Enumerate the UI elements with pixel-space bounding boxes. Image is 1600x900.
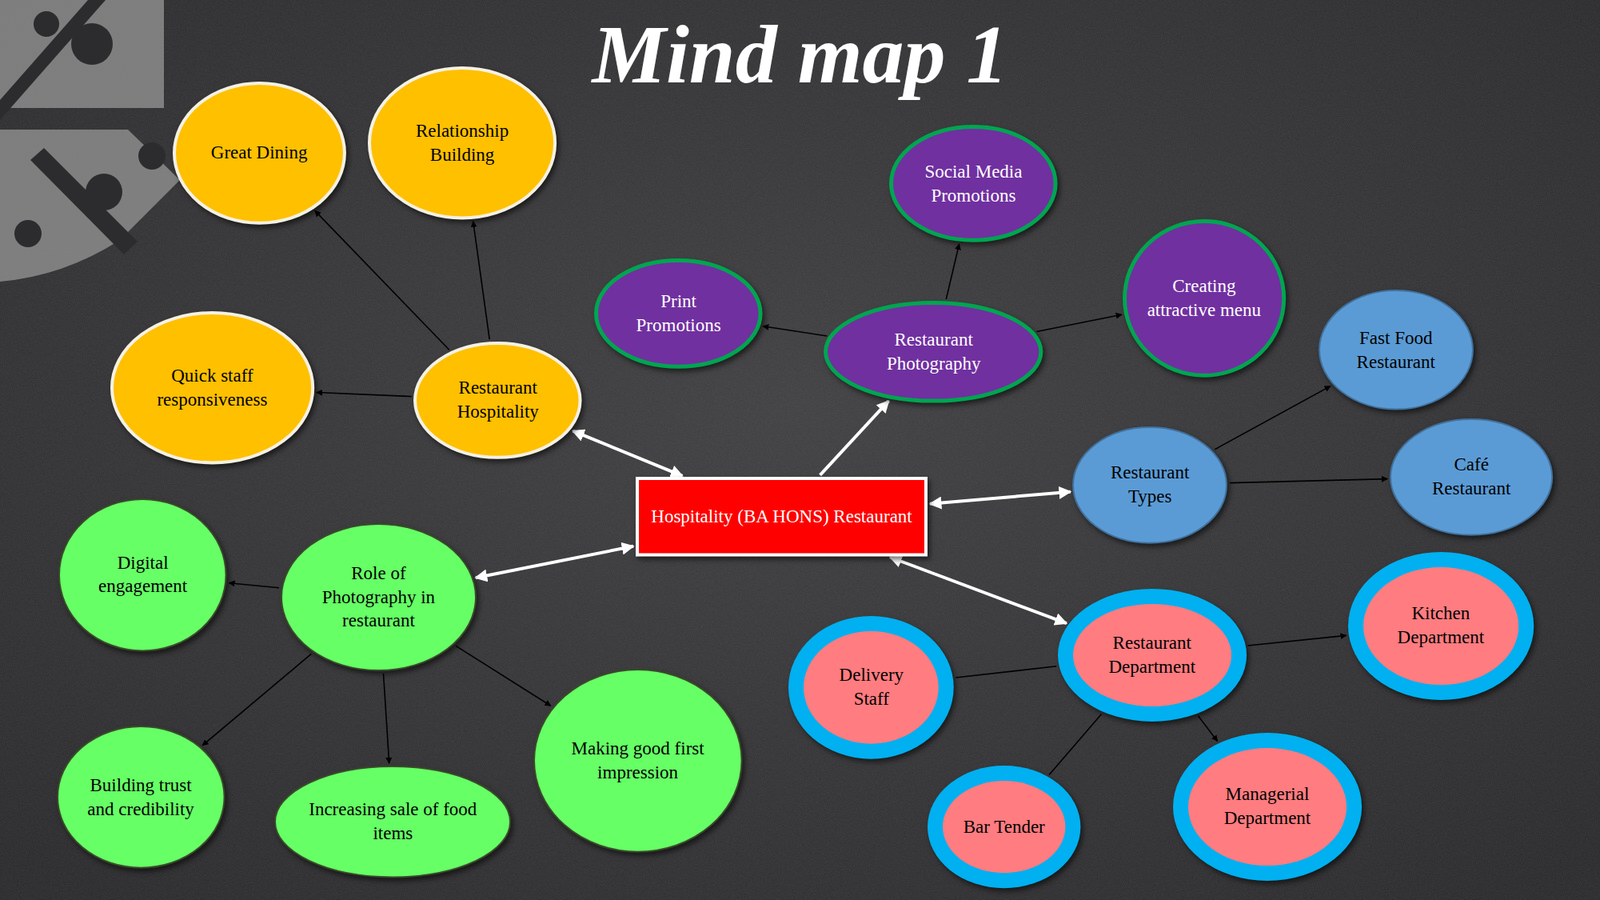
node-outline [1173, 732, 1362, 881]
branch-connector [945, 243, 959, 300]
node-label: Digital engagement [82, 550, 204, 599]
branch-connector [473, 221, 491, 340]
node-outline [110, 311, 315, 464]
ring-ellipse: Delivery Staff [788, 615, 954, 759]
topic-ellipse: Print Promotions [594, 258, 763, 369]
node-label: Print Promotions [618, 289, 740, 338]
main-connector [572, 430, 683, 476]
node-outline [56, 725, 226, 869]
topic-ellipse: Building trust and credibility [56, 725, 226, 869]
node-outline [533, 668, 743, 853]
ring-ellipse: Kitchen Department [1348, 551, 1534, 700]
node-label: Building trust and credibility [79, 773, 202, 822]
main-connector [475, 546, 634, 579]
node-label: Restaurant Department [1094, 630, 1209, 679]
topic-ellipse: Quick staff responsiveness [110, 311, 315, 464]
node-outline [823, 300, 1043, 403]
topic-ellipse: Restaurant Types [1072, 426, 1228, 544]
branch-connector [455, 645, 551, 706]
node-outline [1318, 289, 1474, 411]
branch-connector [762, 326, 827, 336]
node-label: Making good first impression [562, 736, 713, 785]
topic-ellipse: Digital engagement [58, 498, 228, 651]
branch-connector [202, 653, 312, 746]
branch-connector [1248, 634, 1347, 646]
branch-connector [955, 666, 1057, 678]
branch-connector [1214, 386, 1331, 450]
node-outline [413, 341, 583, 459]
node-outline [1057, 588, 1247, 722]
node-outline [58, 498, 228, 651]
ring-ellipse: Bar Tender [927, 765, 1081, 888]
node-label: Creating attractive menu [1145, 274, 1263, 323]
node-label: Delivery Staff [822, 662, 920, 711]
node-outline [889, 124, 1058, 243]
branch-connector [228, 582, 280, 588]
center-box: Hospitality (BA HONS) Restaurant [635, 476, 928, 557]
topic-ellipse: Great Dining [172, 81, 347, 225]
branch-connector [1049, 714, 1102, 775]
node-outline [594, 258, 763, 369]
topic-ellipse: Restaurant Hospitality [413, 341, 583, 459]
topic-ellipse: Creating attractive menu [1122, 219, 1286, 378]
ring-ellipse: Restaurant Department [1057, 588, 1247, 722]
branch-connector [315, 210, 450, 350]
node-outline [1122, 219, 1286, 378]
node-label: Great Dining [211, 140, 308, 165]
node-outline [274, 765, 511, 878]
node-label: Increasing sale of food items [307, 797, 479, 846]
node-label: Hospitality (BA HONS) Restaurant [650, 504, 912, 529]
ring-ellipse: Managerial Department [1173, 732, 1362, 881]
topic-ellipse: Increasing sale of food items [274, 765, 511, 878]
main-connector [820, 400, 890, 475]
branch-connector [383, 673, 390, 763]
node-label: Role of Photography in restaurant [307, 561, 449, 634]
branch-connector [1229, 478, 1388, 483]
topic-ellipse: Social Media Promotions [889, 124, 1058, 243]
node-label: Restaurant Hospitality [437, 375, 559, 424]
node-outline [1389, 418, 1553, 536]
branch-connector [316, 392, 412, 397]
node-label: Bar Tender [963, 814, 1046, 839]
node-outline [1348, 551, 1534, 700]
node-outline [1072, 426, 1228, 544]
title: Mind map 1 [0, 6, 1600, 102]
topic-ellipse: Relationship Building [367, 66, 557, 220]
topic-ellipse: Making good first impression [533, 668, 743, 853]
main-connector [929, 491, 1071, 504]
node-label: Relationship Building [394, 119, 531, 168]
node-label: Café Restaurant [1412, 452, 1531, 501]
topic-ellipse: Restaurant Photography [823, 300, 1043, 403]
topic-ellipse: Fast Food Restaurant [1318, 289, 1474, 411]
main-connector [889, 557, 1067, 624]
branch-connector [1197, 715, 1217, 742]
topic-ellipse: Café Restaurant [1389, 418, 1553, 536]
topic-ellipse: Role of Photography in restaurant [280, 522, 477, 671]
node-outline [367, 66, 557, 220]
node-label: Fast Food Restaurant [1340, 326, 1453, 375]
node-label: Restaurant Types [1093, 460, 1206, 509]
node-label: Quick staff responsiveness [139, 363, 287, 412]
node-label: Managerial Department [1210, 782, 1325, 830]
node-label: Social Media Promotions [913, 159, 1035, 208]
branch-connector [1037, 314, 1122, 332]
node-label: Restaurant Photography [854, 327, 1014, 376]
node-label: Kitchen Department [1384, 601, 1497, 650]
node-outline [788, 615, 954, 759]
